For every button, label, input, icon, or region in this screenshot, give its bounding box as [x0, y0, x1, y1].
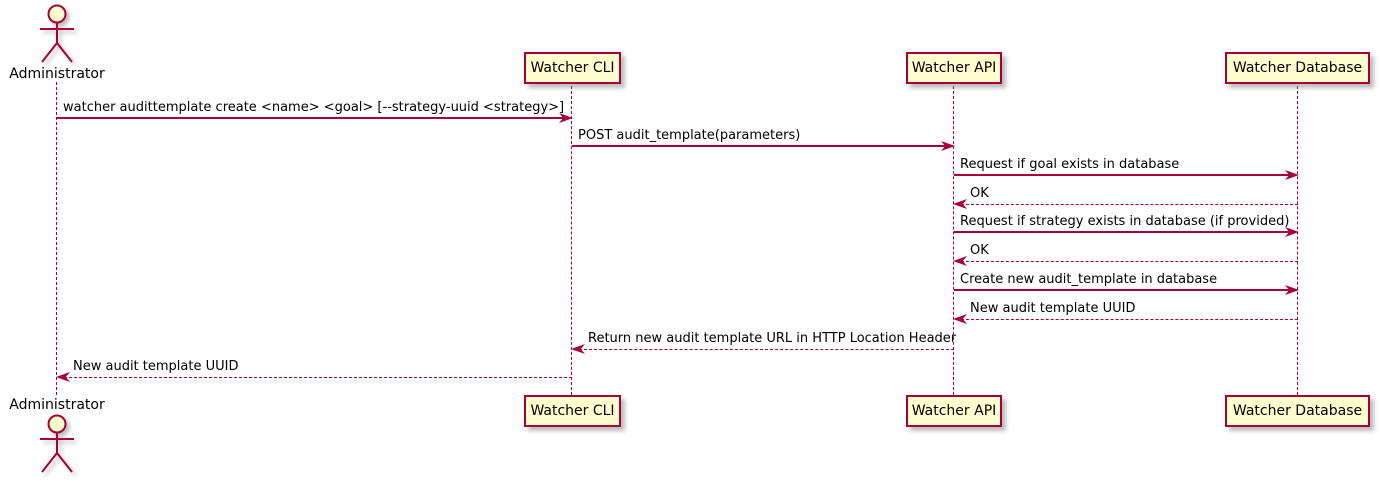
lifeline-watcher-api [953, 86, 954, 395]
message-line [954, 174, 1296, 176]
arrowhead-icon [559, 113, 573, 123]
message-line [954, 231, 1296, 233]
message-line [57, 117, 570, 119]
arrowhead-icon [1285, 170, 1299, 180]
message-line [574, 349, 954, 350]
message-line [956, 261, 1298, 262]
participant-watcher-cli-top: Watcher CLI [524, 52, 621, 84]
participant-watcher-api-bottom: Watcher API [906, 395, 1002, 427]
actor-icon [40, 4, 74, 63]
message-label: New audit template UUID [73, 359, 239, 374]
actor-icon [40, 414, 74, 473]
lifeline-watcher-database [1297, 86, 1298, 395]
message-label: watcher audittemplate create <name> <goa… [63, 100, 565, 115]
arrowhead-icon [941, 141, 955, 151]
arrowhead-icon [571, 344, 585, 354]
lifeline-watcher-cli [571, 86, 572, 395]
participant-watcher-database-top: Watcher Database [1225, 52, 1370, 84]
message-label: OK [970, 243, 989, 258]
participant-watcher-api-top: Watcher API [906, 52, 1002, 84]
message-label: POST audit_template(parameters) [578, 128, 801, 143]
arrowhead-icon [953, 314, 967, 324]
actor-label: Administrator [9, 397, 105, 413]
participant-watcher-database-bottom: Watcher Database [1225, 395, 1370, 427]
message-line [572, 145, 952, 147]
message-label: Request if strategy exists in database (… [960, 214, 1290, 229]
message-label: Return new audit template URL in HTTP Lo… [588, 331, 957, 346]
message-line [956, 204, 1298, 205]
message-line [956, 319, 1298, 320]
message-line [954, 289, 1296, 291]
arrowhead-icon [56, 372, 70, 382]
message-label: Create new audit_template in database [960, 272, 1218, 287]
message-line [59, 377, 572, 378]
arrowhead-icon [953, 256, 967, 266]
arrowhead-icon [1285, 227, 1299, 237]
message-label: OK [970, 186, 989, 201]
arrowhead-icon [953, 199, 967, 209]
participant-watcher-cli-bottom: Watcher CLI [524, 395, 621, 427]
message-label: Request if goal exists in database [960, 157, 1180, 172]
lifeline-administrator [56, 82, 57, 395]
message-label: New audit template UUID [970, 301, 1136, 316]
actor-label: Administrator [9, 66, 105, 82]
arrowhead-icon [1285, 285, 1299, 295]
